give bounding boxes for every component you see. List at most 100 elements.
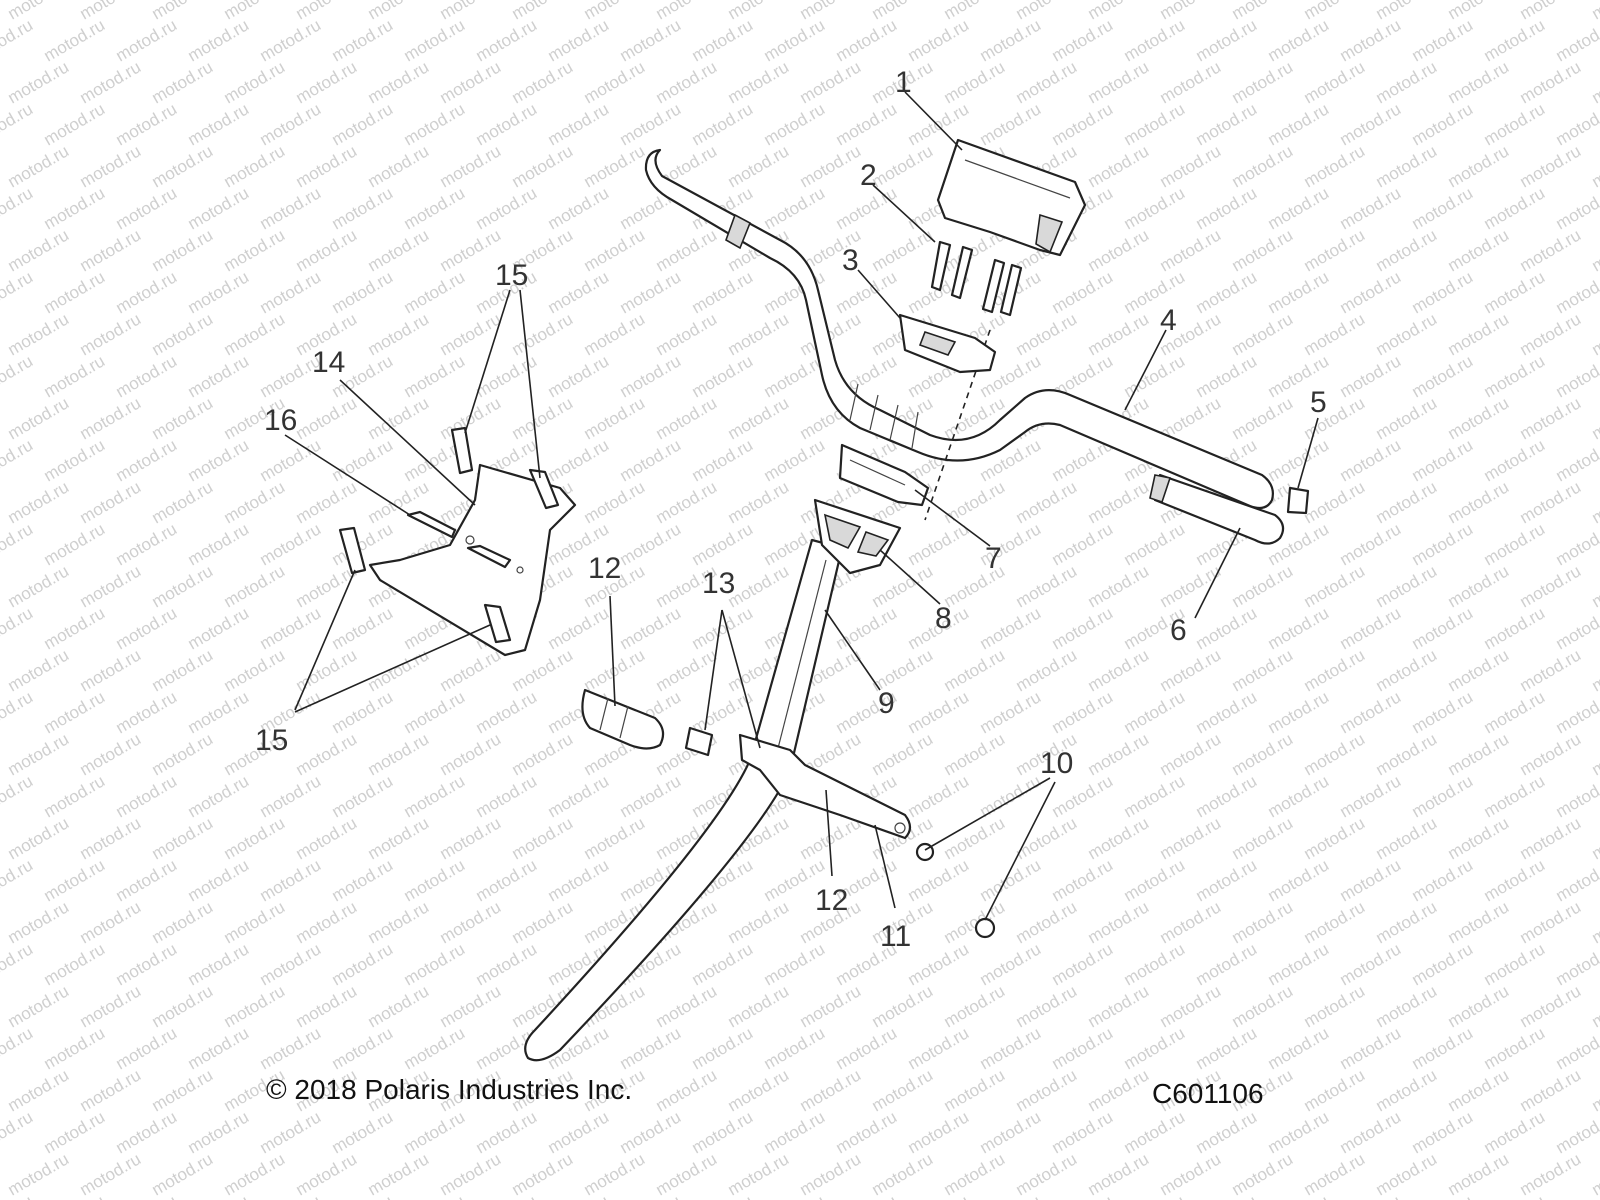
watermark-text: motod.ru xyxy=(653,57,721,107)
watermark-text: motod.ru xyxy=(941,645,1009,695)
watermark-text: motod.ru xyxy=(1013,477,1081,527)
watermark-text: motod.ru xyxy=(1553,855,1600,905)
watermark-text: motod.ru xyxy=(977,15,1045,65)
watermark-text: motod.ru xyxy=(1337,1107,1405,1157)
watermark-text: motod.ru xyxy=(905,1107,973,1157)
watermark-text: motod.ru xyxy=(1517,645,1585,695)
watermark-text: motod.ru xyxy=(1301,141,1369,191)
watermark-text: motod.ru xyxy=(1481,1023,1549,1073)
watermark-text: motod.ru xyxy=(5,729,73,779)
part-13-bushing xyxy=(684,726,714,757)
watermark-text: motod.ru xyxy=(293,897,361,947)
watermark-text: motod.ru xyxy=(545,351,613,401)
watermark-text: motod.ru xyxy=(257,603,325,653)
watermark-text: motod.ru xyxy=(941,1065,1009,1115)
watermark-text: motod.ru xyxy=(1229,1149,1297,1199)
watermark-text: motod.ru xyxy=(1553,15,1600,65)
watermark-text: motod.ru xyxy=(1337,855,1405,905)
watermark-text: motod.ru xyxy=(1265,939,1333,989)
watermark-text: motod.ru xyxy=(509,393,577,443)
watermark-text: motod.ru xyxy=(797,0,865,23)
watermark-text: motod.ru xyxy=(365,981,433,1031)
watermark-text: motod.ru xyxy=(1517,729,1585,779)
watermark-text: motod.ru xyxy=(185,351,253,401)
watermark-text: motod.ru xyxy=(41,435,109,485)
watermark-text: motod.ru xyxy=(617,771,685,821)
watermark-text: motod.ru xyxy=(1373,981,1441,1031)
watermark-text: motod.ru xyxy=(113,771,181,821)
watermark-text: motod.ru xyxy=(1157,981,1225,1031)
watermark-text: motod.ru xyxy=(437,1149,505,1199)
watermark-text: motod.ru xyxy=(941,729,1009,779)
watermark-text: motod.ru xyxy=(473,15,541,65)
watermark-text: motod.ru xyxy=(1337,183,1405,233)
watermark-text: motod.ru xyxy=(77,561,145,611)
callout-14: 14 xyxy=(312,346,345,379)
watermark-text: motod.ru xyxy=(113,267,181,317)
watermark-text: motod.ru xyxy=(1445,141,1513,191)
watermark-text: motod.ru xyxy=(1481,939,1549,989)
watermark-text: motod.ru xyxy=(1373,1149,1441,1199)
watermark-text: motod.ru xyxy=(545,1107,613,1157)
watermark-text: motod.ru xyxy=(1121,183,1189,233)
watermark-text: motod.ru xyxy=(1157,57,1225,107)
watermark-text: motod.ru xyxy=(293,225,361,275)
watermark-text: motod.ru xyxy=(1373,1065,1441,1115)
watermark-text: motod.ru xyxy=(5,1149,73,1199)
watermark-text: motod.ru xyxy=(1373,393,1441,443)
watermark-text: motod.ru xyxy=(977,687,1045,737)
watermark-text: motod.ru xyxy=(437,57,505,107)
watermark-text: motod.ru xyxy=(1193,1191,1261,1200)
watermark-text: motod.ru xyxy=(77,0,145,23)
watermark-text: motod.ru xyxy=(1481,771,1549,821)
watermark-text: motod.ru xyxy=(977,939,1045,989)
watermark-text: motod.ru xyxy=(725,1065,793,1115)
part-14-mount-plate xyxy=(368,463,577,657)
watermark-text: motod.ru xyxy=(5,477,73,527)
watermark-text: motod.ru xyxy=(1553,939,1600,989)
watermark-text: motod.ru xyxy=(1337,351,1405,401)
watermark-text: motod.ru xyxy=(329,939,397,989)
watermark-text: motod.ru xyxy=(221,981,289,1031)
watermark-text: motod.ru xyxy=(437,981,505,1031)
watermark-text: motod.ru xyxy=(185,519,253,569)
watermark-text: motod.ru xyxy=(77,477,145,527)
watermark-text: motod.ru xyxy=(1265,855,1333,905)
watermark-text: motod.ru xyxy=(833,15,901,65)
watermark-text: motod.ru xyxy=(473,1107,541,1157)
watermark-text: motod.ru xyxy=(1373,225,1441,275)
watermark-text: motod.ru xyxy=(1049,603,1117,653)
watermark-text: motod.ru xyxy=(905,939,973,989)
watermark-text: motod.ru xyxy=(437,309,505,359)
watermark-text: motod.ru xyxy=(437,0,505,23)
watermark-text: motod.ru xyxy=(1049,939,1117,989)
watermark-text: motod.ru xyxy=(1193,1107,1261,1157)
watermark-text: motod.ru xyxy=(437,141,505,191)
watermark-text: motod.ru xyxy=(1409,855,1477,905)
watermark-text: motod.ru xyxy=(689,1107,757,1157)
watermark-text: motod.ru xyxy=(797,141,865,191)
watermark-text: motod.ru xyxy=(149,393,217,443)
watermark-text: motod.ru xyxy=(1121,15,1189,65)
part-11-link xyxy=(738,733,912,840)
watermark-text: motod.ru xyxy=(257,519,325,569)
watermark-text: motod.ru xyxy=(869,1065,937,1115)
callout-9: 9 xyxy=(878,687,895,720)
watermark-text: motod.ru xyxy=(221,1149,289,1199)
watermark-text: motod.ru xyxy=(329,771,397,821)
watermark-text: motod.ru xyxy=(5,393,73,443)
watermark-text: motod.ru xyxy=(0,435,36,485)
watermark-text: motod.ru xyxy=(221,57,289,107)
watermark-text: motod.ru xyxy=(1085,561,1153,611)
watermark-text: motod.ru xyxy=(1517,981,1585,1031)
watermark-text: motod.ru xyxy=(221,141,289,191)
watermark-text: motod.ru xyxy=(905,771,973,821)
watermark-text: motod.ru xyxy=(1013,1065,1081,1115)
watermark-text: motod.ru xyxy=(797,981,865,1031)
watermark-text: motod.ru xyxy=(1553,1191,1600,1200)
watermark-text: motod.ru xyxy=(1517,57,1585,107)
watermark-text: motod.ru xyxy=(725,477,793,527)
watermark-text: motod.ru xyxy=(1229,897,1297,947)
watermark-text: motod.ru xyxy=(329,855,397,905)
watermark-text: motod.ru xyxy=(1553,435,1600,485)
